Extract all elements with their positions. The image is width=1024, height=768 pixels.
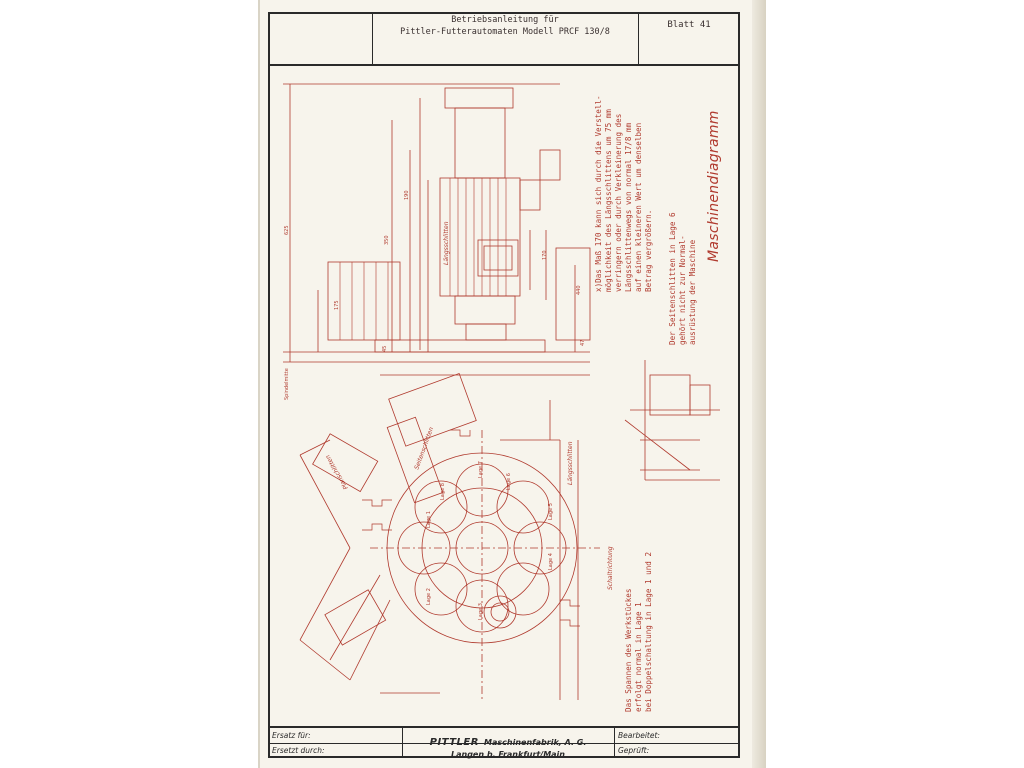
drawing-frame (268, 12, 740, 758)
header-title-line-1: Betriebsanleitung für (451, 15, 559, 25)
header-title-line-2: Pittler-Futterautomaten Modell PRCF 130/… (400, 27, 610, 37)
label-lage-2: Lage 2 (426, 588, 432, 605)
label-lage-6: Lage 6 (506, 473, 512, 490)
company-firm: Maschinenfabrik, A. G. (484, 738, 587, 747)
title-block-footer: Ersatz für: Ersetzt durch: PITTLER Masch… (268, 726, 740, 759)
label-lage-3: Lage 3 (478, 603, 484, 620)
document-page (258, 0, 766, 768)
right-slide-block (555, 247, 591, 341)
label-spindelmitte: Spindelmitte (284, 368, 290, 400)
footer-divider-left (402, 728, 403, 758)
dim-45: 45 (382, 346, 388, 352)
dim-175: 175 (334, 300, 340, 310)
dim-170: 170 (542, 250, 548, 260)
sheet-number: Blatt 41 (667, 20, 711, 30)
left-slide-plan (312, 433, 379, 493)
header-title: Betriebsanleitung für Pittler-Futterauto… (372, 14, 638, 38)
label-lage-4: Lage 4 (548, 553, 554, 570)
header-divider-right (638, 12, 639, 64)
base-plate (374, 339, 546, 353)
label-lage-1: Lage 1 (426, 511, 432, 528)
label-ersatz-fuer: Ersatz für: (272, 731, 311, 740)
label-schaltrichtung: Schaltrichtung (607, 546, 614, 590)
label-lage-5: Lage 5 (548, 503, 554, 520)
bracket (539, 149, 561, 181)
company-city: Langen b. Frankfurt/Main (451, 750, 565, 759)
footer-divider-right (614, 728, 615, 758)
label-ersetzt-durch: Ersetzt durch: (272, 746, 325, 755)
label-laengsschlitten: Längsschlitten (443, 221, 450, 265)
company-brand: PITTLER (429, 737, 479, 748)
seitenschlitten-outline (388, 372, 477, 447)
footer-row-divider (268, 743, 740, 744)
dim-625: 625 (284, 225, 290, 235)
label-bearbeitet: Bearbeitet: (618, 731, 660, 740)
dim-440: 440 (576, 285, 582, 295)
company-block: PITTLER Maschinenfabrik, A. G. Langen b.… (402, 730, 614, 759)
dim-190: 190 (404, 190, 410, 200)
header-divider-left (372, 12, 373, 64)
tool-holder (477, 239, 519, 277)
page-edge (752, 0, 766, 768)
title-block-header (268, 12, 740, 66)
dim-350: 350 (384, 235, 390, 245)
teeth-marks (362, 429, 580, 627)
label-right-slide: Längsschlitten (567, 441, 574, 485)
label-geprueft: Geprüft: (618, 746, 650, 755)
label-lage-7: Lage 7 (478, 461, 484, 478)
dim-47: 47 (580, 340, 586, 346)
label-lage-8: Lage 8 (440, 483, 446, 500)
